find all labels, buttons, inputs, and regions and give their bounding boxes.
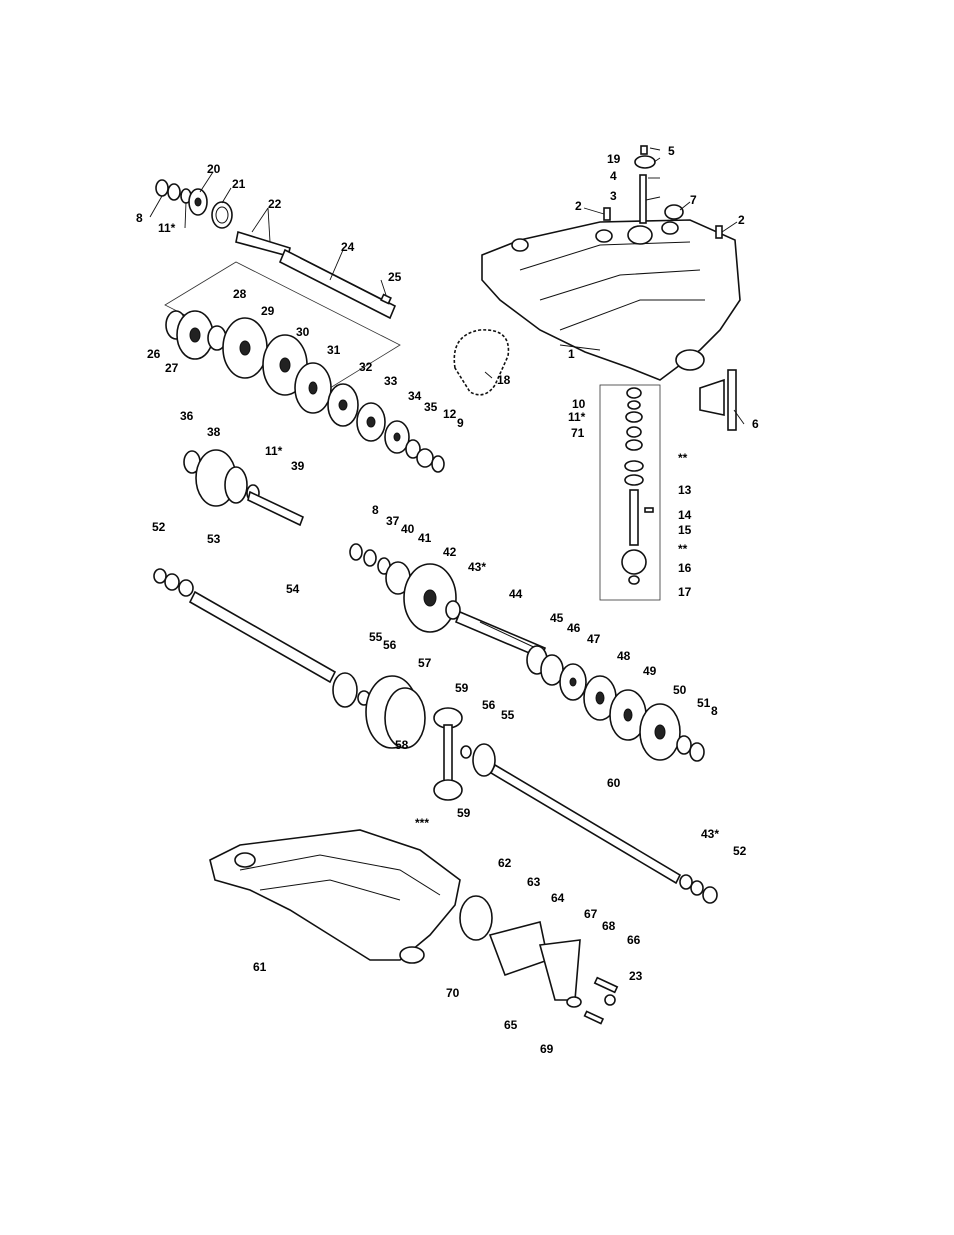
callout-5: 5 [668, 144, 675, 158]
callout-11a: 11* [158, 221, 176, 235]
callout-56b: 56 [482, 698, 496, 712]
cluster-gear-group [184, 450, 303, 525]
callout-6: 6 [752, 417, 759, 431]
callout-22: 22 [268, 197, 282, 211]
callout-20: 20 [207, 162, 221, 176]
callout-11b: 11* [568, 410, 586, 424]
callout-35: 35 [424, 400, 438, 414]
callout-2a: 2 [575, 199, 582, 213]
callout-45: 45 [550, 611, 564, 625]
callout-36: 36 [180, 409, 194, 423]
callout-23: 23 [629, 969, 643, 983]
callout-46: 46 [567, 621, 581, 635]
callout-67: 67 [584, 907, 598, 921]
callout-64: 64 [551, 891, 565, 905]
callout-63: 63 [527, 875, 541, 889]
callout-48: 48 [617, 649, 631, 663]
callout-59b: 59 [457, 806, 471, 820]
callout-34: 34 [408, 389, 422, 403]
callout-1: 1 [568, 347, 575, 361]
callout-59a: 59 [455, 681, 469, 695]
callout-53: 53 [207, 532, 221, 546]
callout-25: 25 [388, 270, 402, 284]
callout-7: 7 [690, 193, 697, 207]
callout-triple-star: *** [415, 816, 429, 830]
callout-9: 9 [457, 416, 464, 430]
callout-68: 68 [602, 919, 616, 933]
callout-29: 29 [261, 304, 275, 318]
callout-2b: 2 [738, 213, 745, 227]
callout-65: 65 [504, 1018, 518, 1032]
callout-43b: 43* [701, 827, 719, 841]
callout-52a: 52 [152, 520, 166, 534]
callout-44: 44 [509, 587, 523, 601]
callout-58: 58 [395, 738, 409, 752]
callout-double-star-b: ** [678, 542, 688, 556]
lower-housing-group [210, 830, 617, 1024]
vertical-shaft-stack [622, 388, 653, 584]
callout-double-star-a: ** [678, 451, 688, 465]
callout-16: 16 [678, 561, 692, 575]
callout-14: 14 [678, 508, 692, 522]
callout-42: 42 [443, 545, 457, 559]
callout-50: 50 [673, 683, 687, 697]
callout-41: 41 [418, 531, 432, 545]
callout-43a: 43* [468, 560, 486, 574]
callout-54: 54 [286, 582, 300, 596]
callout-66: 66 [627, 933, 641, 947]
callout-60: 60 [607, 776, 621, 790]
callout-10: 10 [572, 397, 586, 411]
callout-3: 3 [610, 189, 617, 203]
callout-38: 38 [207, 425, 221, 439]
callout-71: 71 [571, 426, 585, 440]
callout-27: 27 [165, 361, 179, 375]
callout-13: 13 [678, 483, 692, 497]
callout-12: 12 [443, 407, 457, 421]
callout-18: 18 [497, 373, 511, 387]
callout-49: 49 [643, 664, 657, 678]
left-axle-group [154, 569, 370, 707]
callout-56a: 56 [383, 638, 397, 652]
callout-51: 51 [697, 696, 711, 710]
callout-28: 28 [233, 287, 247, 301]
callout-57: 57 [418, 656, 432, 670]
callout-21: 21 [232, 177, 246, 191]
callout-33: 33 [384, 374, 398, 388]
callout-55a: 55 [369, 630, 383, 644]
callout-30: 30 [296, 325, 310, 339]
callout-26: 26 [147, 347, 161, 361]
callout-32: 32 [359, 360, 373, 374]
callout-47: 47 [587, 632, 601, 646]
callout-8c: 8 [711, 704, 718, 718]
callout-69: 69 [540, 1042, 554, 1056]
callout-17: 17 [678, 585, 692, 599]
callout-8a: 8 [136, 211, 143, 225]
callout-19: 19 [607, 152, 621, 166]
callout-4: 4 [610, 169, 617, 183]
callout-37: 37 [386, 514, 400, 528]
callout-11c: 11* [265, 444, 283, 458]
callout-24: 24 [341, 240, 355, 254]
callout-31: 31 [327, 343, 341, 357]
callout-52b: 52 [733, 844, 747, 858]
callout-8b: 8 [372, 503, 379, 517]
callout-70: 70 [446, 986, 460, 1000]
callout-55b: 55 [501, 708, 515, 722]
callout-40: 40 [401, 522, 415, 536]
callout-39: 39 [291, 459, 305, 473]
callout-15: 15 [678, 523, 692, 537]
callout-61: 61 [253, 960, 267, 974]
callout-62: 62 [498, 856, 512, 870]
